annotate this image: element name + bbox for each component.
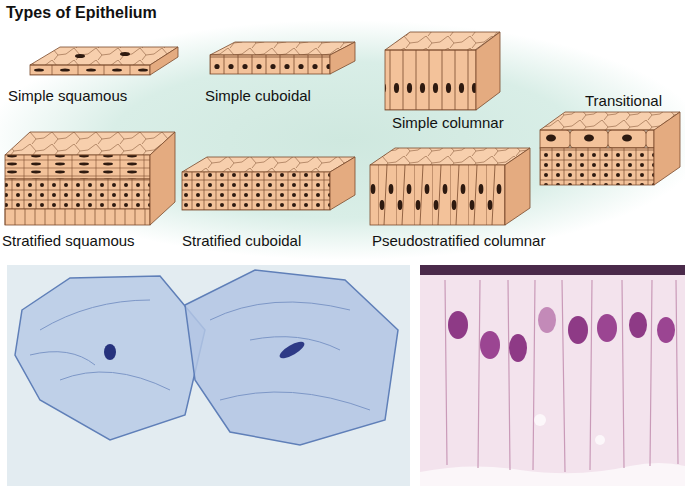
diagram-title: Types of Epithelium bbox=[6, 3, 157, 22]
tissue-label: Stratified squamous bbox=[2, 232, 135, 250]
tissue-label: Pseudostratified columnar bbox=[372, 232, 545, 250]
tissue-label: Stratified cuboidal bbox=[182, 232, 301, 250]
tissue-label: Transitional bbox=[585, 92, 662, 110]
tissue-label: Simple cuboidal bbox=[205, 87, 311, 105]
tissue-label: Simple squamous bbox=[8, 87, 127, 105]
tissue-label: Simple columnar bbox=[392, 114, 504, 132]
